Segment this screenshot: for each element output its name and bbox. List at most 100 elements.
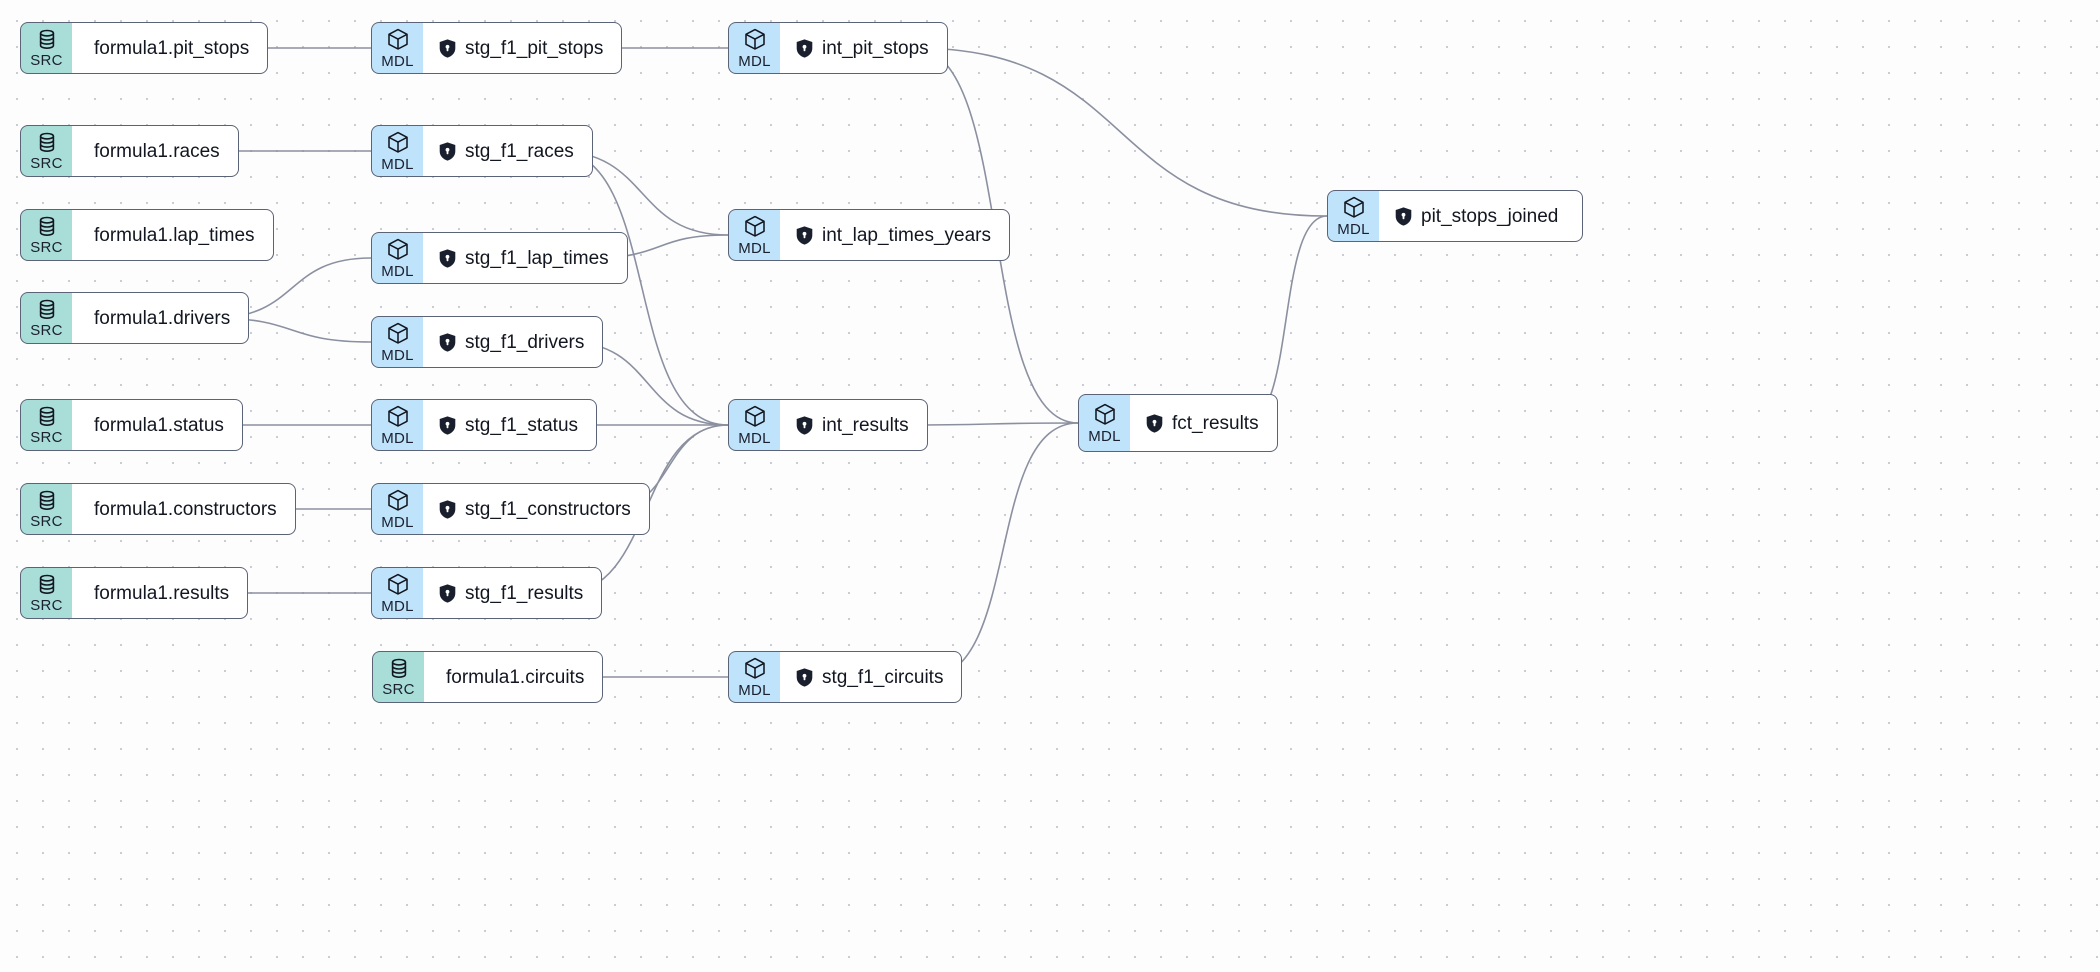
- node-body[interactable]: stg_f1_races: [423, 125, 593, 177]
- cube-icon: [744, 657, 766, 680]
- database-icon: [37, 132, 57, 153]
- graph-edge-stg_circuits-to-fct_results: [927, 422, 1079, 678]
- node-body[interactable]: formula1.status: [72, 399, 243, 451]
- node-kind-label: MDL: [381, 262, 414, 280]
- graph-node-pit_stops_joined[interactable]: MDL pit_stops_joined: [1327, 190, 1583, 242]
- node-body[interactable]: stg_f1_lap_times: [423, 232, 628, 284]
- graph-node-stg_results[interactable]: MDL stg_f1_results: [371, 567, 603, 619]
- node-body[interactable]: formula1.constructors: [72, 483, 296, 535]
- node-kind-label: SRC: [30, 154, 63, 172]
- node-kind-label: SRC: [30, 596, 63, 614]
- graph-node-src_constructors[interactable]: SRC formula1.constructors: [20, 483, 296, 535]
- node-body[interactable]: formula1.lap_times: [72, 209, 274, 261]
- node-kind-badge-model: MDL: [371, 22, 423, 74]
- shield-lock-icon: [796, 38, 813, 58]
- node-kind-label: SRC: [30, 512, 63, 530]
- node-body[interactable]: formula1.races: [72, 125, 239, 177]
- graph-edge-int_pit_stops-to-pit_stops_joined: [913, 47, 1328, 217]
- graph-node-src_status[interactable]: SRC formula1.status: [20, 399, 243, 451]
- graph-node-src_circuits[interactable]: SRC formula1.circuits: [372, 651, 604, 703]
- node-kind-badge-model: MDL: [1078, 394, 1130, 452]
- node-kind-badge-source: SRC: [20, 567, 72, 619]
- node-kind-label: SRC: [30, 51, 63, 69]
- node-body[interactable]: int_pit_stops: [780, 22, 948, 74]
- node-body[interactable]: stg_f1_status: [423, 399, 598, 451]
- node-kind-badge-model: MDL: [371, 567, 423, 619]
- cube-icon: [1343, 196, 1365, 219]
- node-kind-badge-source: SRC: [372, 651, 424, 703]
- node-body[interactable]: int_lap_times_years: [780, 209, 1010, 261]
- cube-icon: [387, 28, 409, 51]
- graph-node-stg_circuits[interactable]: MDL stg_f1_circuits: [728, 651, 963, 703]
- shield-lock-icon: [1395, 206, 1412, 226]
- node-label: formula1.results: [94, 582, 230, 604]
- node-body[interactable]: stg_f1_circuits: [780, 651, 963, 703]
- node-kind-label: MDL: [1337, 220, 1370, 238]
- graph-node-stg_lap_times[interactable]: MDL stg_f1_lap_times: [371, 232, 628, 284]
- node-body[interactable]: formula1.pit_stops: [72, 22, 269, 74]
- graph-node-src_races[interactable]: SRC formula1.races: [20, 125, 239, 177]
- node-kind-label: MDL: [381, 597, 414, 615]
- node-label: stg_f1_drivers: [465, 331, 585, 353]
- shield-lock-icon: [796, 415, 813, 435]
- node-body[interactable]: stg_f1_results: [423, 567, 603, 619]
- node-kind-badge-source: SRC: [20, 209, 72, 261]
- node-kind-badge-source: SRC: [20, 125, 72, 177]
- node-body[interactable]: stg_f1_pit_stops: [423, 22, 623, 74]
- shield-lock-icon: [439, 583, 456, 603]
- node-kind-label: SRC: [30, 428, 63, 446]
- node-kind-label: MDL: [381, 155, 414, 173]
- node-kind-badge-source: SRC: [20, 399, 72, 451]
- graph-node-fct_results[interactable]: MDL fct_results: [1078, 394, 1278, 452]
- database-icon: [37, 406, 57, 427]
- shield-lock-icon: [439, 38, 456, 58]
- node-label: int_lap_times_years: [822, 224, 991, 246]
- shield-lock-icon: [439, 141, 456, 161]
- shield-lock-icon: [439, 248, 456, 268]
- node-body[interactable]: fct_results: [1130, 394, 1278, 452]
- cube-icon: [387, 322, 409, 345]
- shield-lock-icon: [439, 332, 456, 352]
- graph-edge-fct_results-to-pit_stops_joined: [1244, 215, 1328, 424]
- cube-icon: [744, 215, 766, 238]
- node-kind-label: MDL: [738, 239, 771, 257]
- graph-node-stg_races[interactable]: MDL stg_f1_races: [371, 125, 593, 177]
- node-label: stg_f1_constructors: [465, 498, 631, 520]
- database-icon: [37, 574, 57, 595]
- graph-node-src_results[interactable]: SRC formula1.results: [20, 567, 249, 619]
- node-kind-label: MDL: [381, 513, 414, 531]
- cube-icon: [744, 28, 766, 51]
- graph-node-src_pit_stops[interactable]: SRC formula1.pit_stops: [20, 22, 269, 74]
- shield-lock-icon: [439, 499, 456, 519]
- database-icon: [37, 216, 57, 237]
- shield-lock-icon: [439, 415, 456, 435]
- node-body[interactable]: formula1.circuits: [424, 651, 604, 703]
- node-body[interactable]: stg_f1_constructors: [423, 483, 650, 535]
- node-label: formula1.constructors: [94, 498, 277, 520]
- cube-icon: [387, 131, 409, 154]
- node-body[interactable]: formula1.drivers: [72, 292, 250, 344]
- node-label: stg_f1_results: [465, 582, 584, 604]
- node-label: stg_f1_races: [465, 140, 574, 162]
- node-body[interactable]: stg_f1_drivers: [423, 316, 604, 368]
- node-kind-label: MDL: [1088, 427, 1121, 445]
- cube-icon: [387, 573, 409, 596]
- node-body[interactable]: pit_stops_joined: [1379, 190, 1583, 242]
- graph-node-int_lap_times_years[interactable]: MDL int_lap_times_years: [728, 209, 1010, 261]
- node-body[interactable]: int_results: [780, 399, 928, 451]
- node-kind-label: MDL: [738, 681, 771, 699]
- node-body[interactable]: formula1.results: [72, 567, 249, 619]
- cube-icon: [387, 489, 409, 512]
- shield-lock-icon: [1146, 413, 1163, 433]
- database-icon: [37, 29, 57, 50]
- graph-node-stg_constructors[interactable]: MDL stg_f1_constructors: [371, 483, 650, 535]
- node-label: formula1.circuits: [446, 666, 585, 688]
